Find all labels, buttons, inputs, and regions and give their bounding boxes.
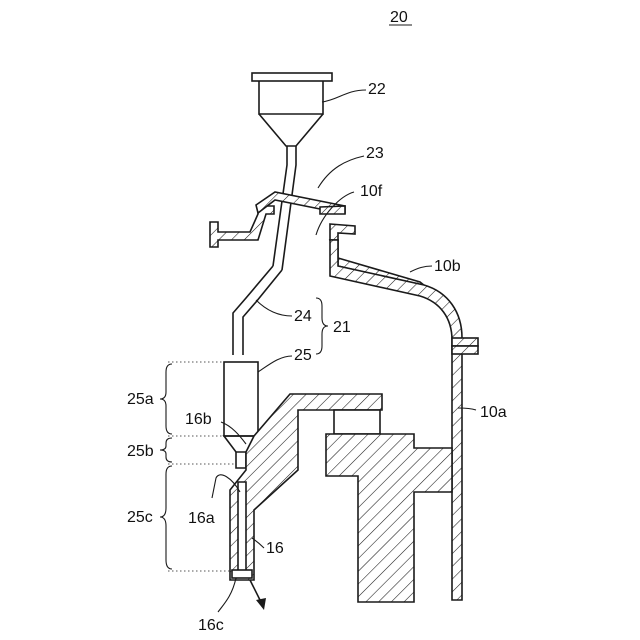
hopper — [252, 73, 332, 146]
figure-number: 20 — [390, 9, 408, 26]
label-25b: 25b — [127, 443, 154, 460]
discharge-arrow — [250, 580, 266, 610]
label-16a: 16a — [188, 510, 215, 527]
feed-pipe-upper — [273, 146, 296, 270]
label-24: 24 — [294, 308, 312, 325]
base-block — [326, 410, 452, 602]
label-25a: 25a — [127, 391, 154, 408]
label-10a: 10a — [480, 404, 507, 421]
label-10f: 10f — [360, 183, 383, 200]
label-16c: 16c — [198, 617, 224, 634]
label-25c: 25c — [127, 509, 153, 526]
label-25: 25 — [294, 347, 312, 364]
label-16: 16 — [266, 540, 284, 557]
label-22: 22 — [368, 81, 386, 98]
brace-21 — [316, 298, 328, 354]
label-21: 21 — [333, 319, 351, 336]
housing-top — [210, 192, 430, 290]
label-23: 23 — [366, 145, 384, 162]
braces-left — [160, 364, 172, 569]
feed-pipe-lower — [233, 266, 282, 355]
label-10b: 10b — [434, 258, 461, 275]
label-16b: 16b — [185, 411, 212, 428]
